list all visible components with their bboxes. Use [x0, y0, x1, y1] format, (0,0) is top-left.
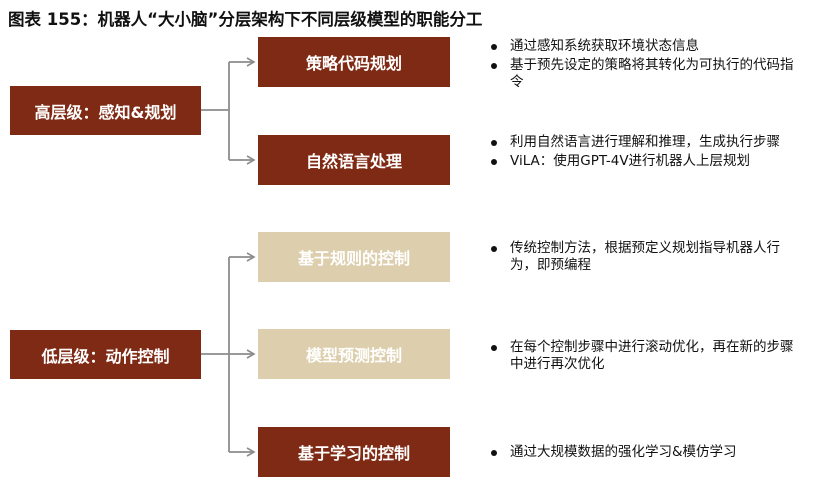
bullet-item: ViLA：使用GPT-4V进行机器人上层规划: [488, 153, 806, 170]
method-box-natural-language-processing: 自然语言处理: [258, 135, 450, 185]
method-box-learning-based-control: 基于学习的控制: [258, 427, 450, 477]
description-model-predictive-control: 在每个控制步骤中进行滚动优化，再在新的步骤中进行再次优化: [488, 339, 806, 375]
description-rule-based-control: 传统控制方法，根据预定义规划指导机器人行为，即预编程: [488, 240, 806, 276]
low-level-label: 低层级：动作控制: [41, 346, 170, 366]
low-level-box: 低层级：动作控制: [10, 330, 201, 379]
method-box-model-predictive-control: 模型预测控制: [258, 329, 450, 379]
bullet-item: 通过大规模数据的强化学习&模仿学习: [488, 444, 806, 461]
method-label: 自然语言处理: [305, 152, 402, 171]
high-level-label: 高层级：感知&规划: [34, 102, 177, 122]
method-box-policy-code-planning: 策略代码规划: [258, 37, 450, 87]
method-label: 策略代码规划: [305, 54, 402, 73]
method-label: 基于规则的控制: [297, 249, 410, 268]
bullet-item: 在每个控制步骤中进行滚动优化，再在新的步骤中进行再次优化: [488, 339, 806, 373]
bullet-item: 基于预先设定的策略将其转化为可执行的代码指令: [488, 57, 806, 91]
figure-title: 图表 155：机器人“大小脑”分层架构下不同层级模型的职能分工: [8, 10, 483, 29]
description-policy-code-planning: 通过感知系统获取环境状态信息 基于预先设定的策略将其转化为可执行的代码指令: [488, 38, 806, 93]
description-natural-language-processing: 利用自然语言进行理解和推理，生成执行步骤 ViLA：使用GPT-4V进行机器人上…: [488, 134, 806, 172]
high-level-box: 高层级：感知&规划: [10, 86, 201, 135]
method-label: 基于学习的控制: [297, 444, 410, 463]
bullet-item: 通过感知系统获取环境状态信息: [488, 38, 806, 55]
description-learning-based-control: 通过大规模数据的强化学习&模仿学习: [488, 444, 806, 463]
method-box-rule-based-control: 基于规则的控制: [258, 232, 450, 282]
bullet-item: 传统控制方法，根据预定义规划指导机器人行为，即预编程: [488, 240, 806, 274]
bullet-item: 利用自然语言进行理解和推理，生成执行步骤: [488, 134, 806, 151]
method-label: 模型预测控制: [305, 346, 402, 365]
